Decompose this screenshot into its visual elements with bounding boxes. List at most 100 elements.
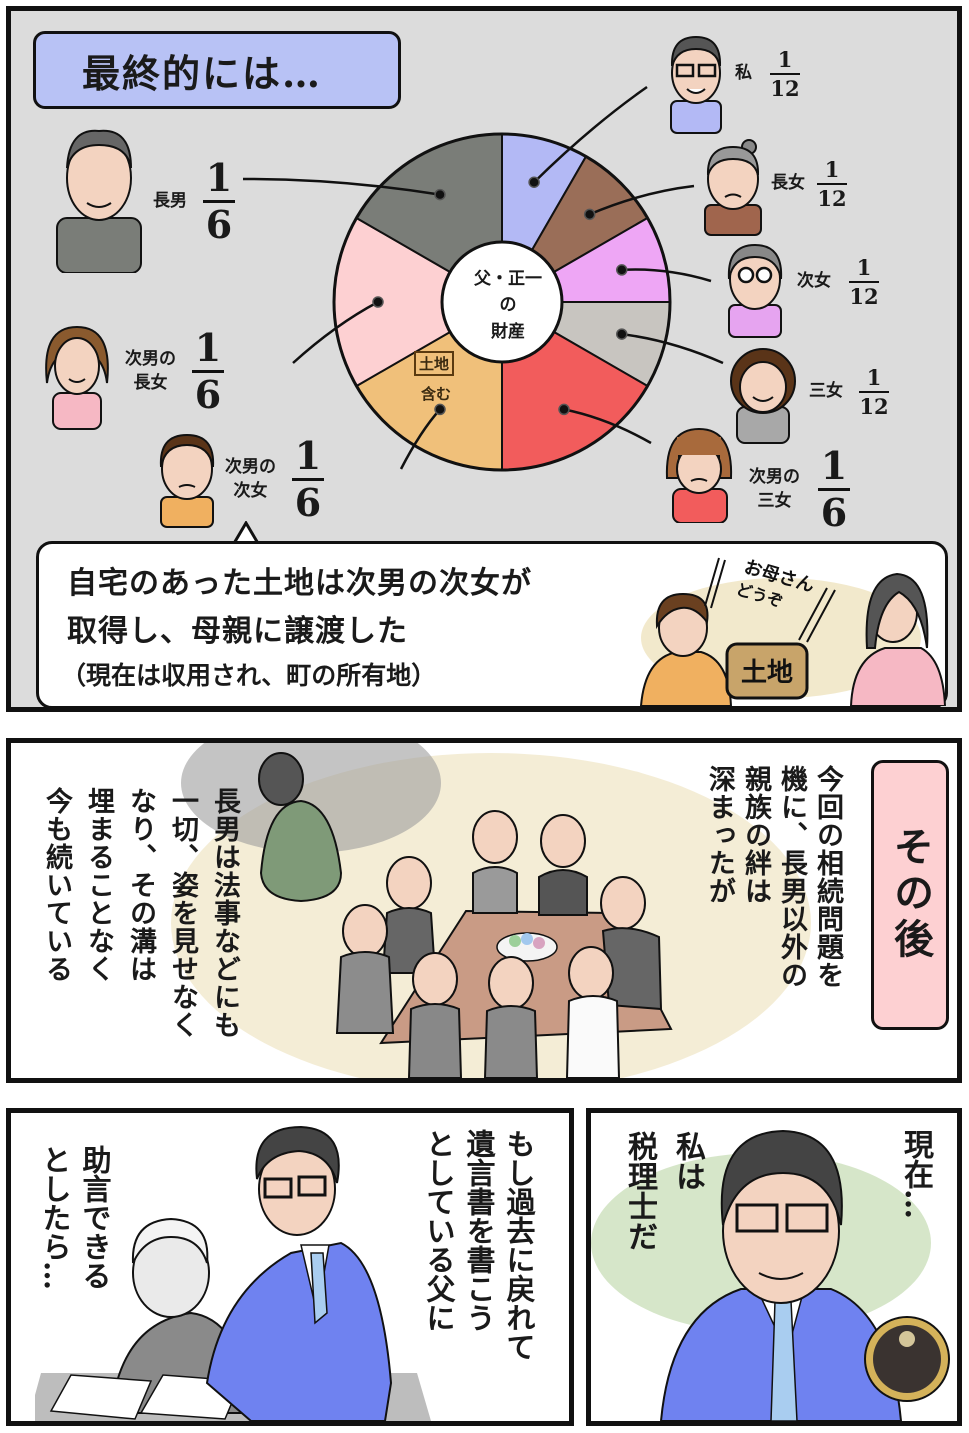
fraction-bar — [192, 370, 224, 373]
label-line: 次男の — [125, 348, 176, 369]
leader-dot-icon — [372, 296, 384, 308]
narration-right: 今回の相続問題を 機に、長男以外の 親族の絆は 深まったが — [701, 765, 845, 989]
label-line: 長女 — [133, 372, 168, 393]
leader-dot-icon — [434, 403, 446, 416]
leader-line — [621, 268, 712, 283]
narration-line: 一切、姿を見せなく — [167, 787, 198, 1039]
fraction-bar — [203, 200, 235, 203]
leader-line — [533, 85, 648, 184]
denominator: 12 — [817, 186, 847, 211]
panel-present: 現在… 私は 税理士だ — [586, 1108, 962, 1426]
narration-line: 機に、長男以外の — [776, 765, 807, 989]
avatar-jijo-icon — [727, 243, 783, 338]
center-line: の — [499, 295, 517, 316]
land-sign-text: 土地 — [741, 658, 793, 688]
denominator: 12 — [770, 76, 800, 101]
heir-label: 長女 — [771, 173, 805, 194]
leader-dot-icon — [616, 264, 628, 276]
pie-center-hole — [440, 240, 564, 364]
numerator: 1 — [866, 365, 882, 390]
avatar-sanjo-icon — [730, 348, 796, 444]
leader-line — [242, 177, 441, 196]
caption-sub: （現在は収用され、町の所有地） — [61, 661, 437, 690]
narration-line: 税理士だ — [622, 1131, 657, 1251]
heir-label: 次女 — [797, 271, 831, 292]
numerator: 1 — [205, 155, 233, 200]
panel-title-box: 最終的には… — [33, 31, 401, 109]
numerator: 1 — [824, 157, 840, 182]
denominator: 12 — [859, 394, 889, 419]
narration-line: 助言できる — [78, 1145, 112, 1290]
narration-left: 助言できる としたら… — [35, 1145, 115, 1290]
heir-label: 次男の 次女 — [225, 456, 276, 504]
land-tag: 土地 — [414, 351, 455, 376]
speech-tail-icon — [231, 521, 261, 546]
narration-line: 親族の絆は — [740, 765, 771, 905]
narration-line: 遺言書を書こう — [462, 1129, 496, 1332]
denominator: 6 — [294, 480, 322, 525]
heir-label: 三女 — [809, 381, 843, 402]
leader-dot-icon — [434, 188, 446, 201]
fraction-bar — [818, 488, 850, 491]
narration-line: 現在… — [898, 1129, 933, 1219]
leader-line — [589, 184, 695, 216]
tax-accountant-portrait — [591, 1129, 950, 1421]
avatar-chonan-icon — [56, 129, 142, 273]
narration-right: 現在… — [895, 1129, 935, 1219]
caption-box: 自宅のあった土地は次男の次女が 取得し、母親に譲渡した （現在は収用され、町の所… — [36, 541, 948, 707]
fraction-bar — [849, 281, 879, 283]
aftermath-tag-label: その後 — [887, 826, 934, 964]
leader-dot-icon — [528, 176, 540, 188]
leader-line — [563, 408, 652, 445]
label-line: 次女 — [233, 480, 268, 501]
family-gathering-illustration — [171, 743, 811, 1078]
leader-dot-icon — [583, 208, 596, 221]
numerator: 1 — [820, 443, 848, 488]
inheritance-pie-chart — [242, 85, 724, 472]
denominator: 6 — [194, 372, 222, 417]
label-line: 次男の — [749, 466, 800, 487]
narration-line: 長男は法事などにも — [209, 787, 240, 1039]
heir-chojo: 長女 1 12 — [771, 159, 847, 209]
panel-title: 最終的には… — [82, 50, 323, 96]
narration-line: としている父に — [422, 1129, 456, 1332]
fraction-bar — [292, 478, 324, 481]
numerator: 1 — [777, 47, 793, 72]
leader-line — [621, 332, 724, 365]
label-line: 三女 — [757, 490, 792, 511]
narration-line: 今も続いている — [41, 787, 72, 983]
narration-line: 深まったが — [704, 765, 735, 905]
narration-left: 長男は法事などにも 一切、姿を見せなく なり、その溝は 埋まることなく 今も続い… — [35, 787, 245, 1039]
narration-line: 私は — [670, 1131, 705, 1191]
narration-line: 今回の相続問題を — [812, 765, 843, 989]
narration-right: もし過去に戻れて 遺言書を書こう としている父に — [419, 1129, 539, 1361]
land-tag-sub: 含む — [421, 385, 452, 403]
land-handover-illustration: 土地 お母さん どうぞ — [639, 557, 947, 706]
denominator: 6 — [820, 490, 848, 535]
leader-dot-icon — [558, 403, 570, 416]
leader-dot-icon — [616, 328, 628, 340]
aftermath-tag: その後 — [871, 760, 949, 1030]
heir-label: 長男 — [153, 190, 187, 211]
numerator: 1 — [194, 325, 222, 370]
heir-label: 次男の 三女 — [749, 466, 800, 514]
narration-line: もし過去に戻れて — [502, 1129, 536, 1361]
narration-line: なり、その溝は — [125, 787, 156, 983]
advising-father-illustration — [35, 1125, 431, 1421]
caption-line-1: 自宅のあった土地は次男の次女が — [67, 566, 532, 601]
avatar-jinan-chojo-icon — [45, 325, 109, 430]
label-line: 次男の — [225, 456, 276, 477]
denominator: 6 — [205, 202, 233, 247]
